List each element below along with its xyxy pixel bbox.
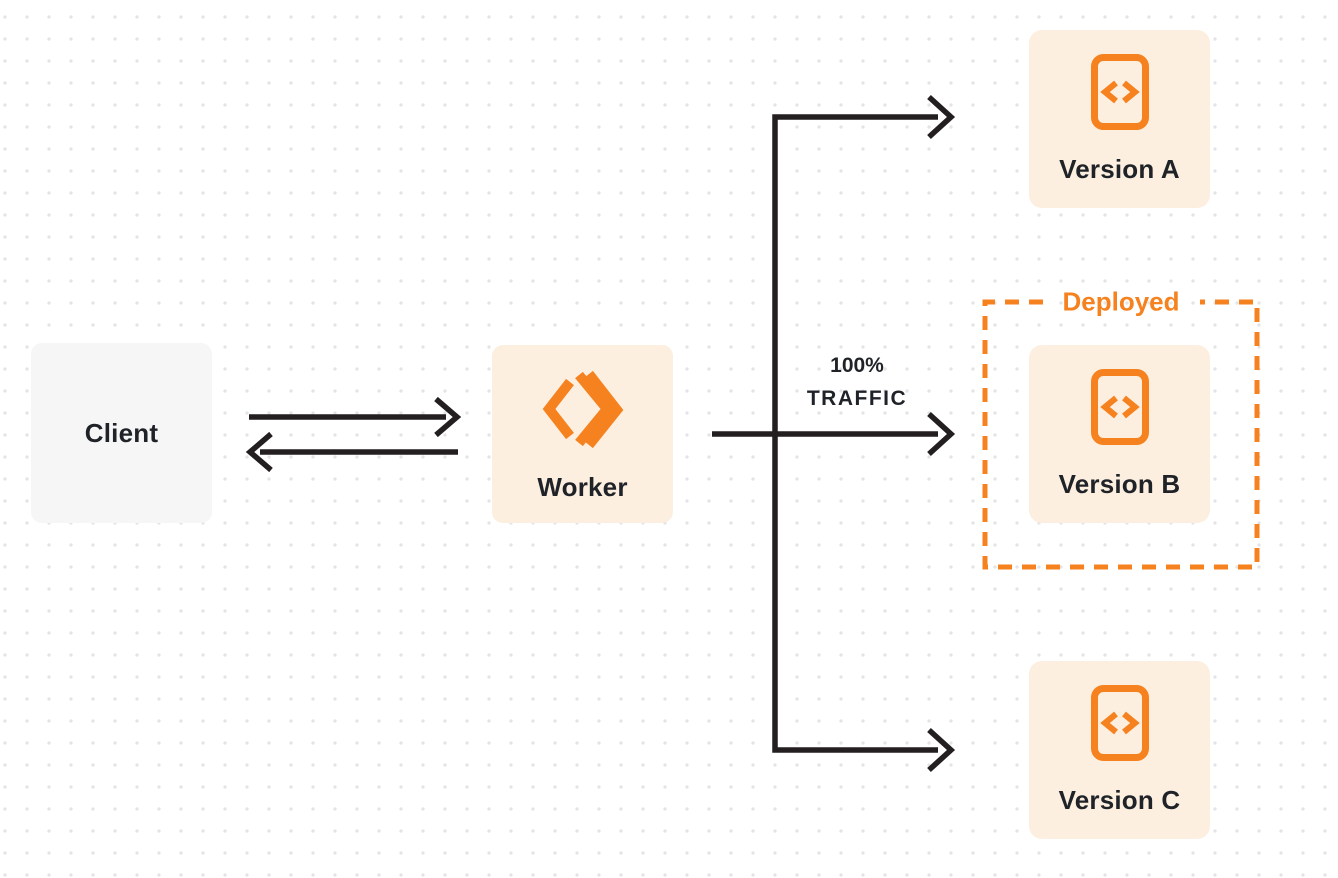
arrowhead-right-icon (434, 396, 462, 438)
node-worker-label: Worker (537, 472, 628, 502)
node-version-a: Version A (1029, 30, 1210, 208)
arrowhead-left-icon (245, 431, 273, 473)
arrowhead-version-b-icon (927, 411, 956, 457)
node-worker: Worker (492, 345, 673, 523)
code-file-icon (1090, 54, 1149, 130)
traffic-word: TRAFFIC (806, 387, 908, 410)
node-version-b: Version B (1029, 345, 1210, 523)
cloudflare-workers-logo-icon (542, 370, 623, 449)
node-version-c: Version C (1029, 661, 1210, 839)
node-version-c-label: Version C (1058, 785, 1181, 815)
deployed-label: Deployed (1062, 286, 1180, 317)
arrowhead-version-c-icon (927, 727, 956, 773)
node-client-label: Client (84, 418, 159, 448)
arrowhead-version-a-icon (927, 94, 956, 140)
node-version-a-label: Version A (1059, 154, 1180, 184)
code-file-icon (1090, 685, 1149, 761)
code-file-icon (1090, 369, 1149, 445)
traffic-label: 100% TRAFFIC (787, 349, 927, 415)
deployed-dashed-border (982, 299, 1260, 570)
node-client: Client (31, 343, 212, 523)
traffic-percent: 100% (830, 354, 884, 377)
node-version-b-label: Version B (1058, 469, 1181, 499)
